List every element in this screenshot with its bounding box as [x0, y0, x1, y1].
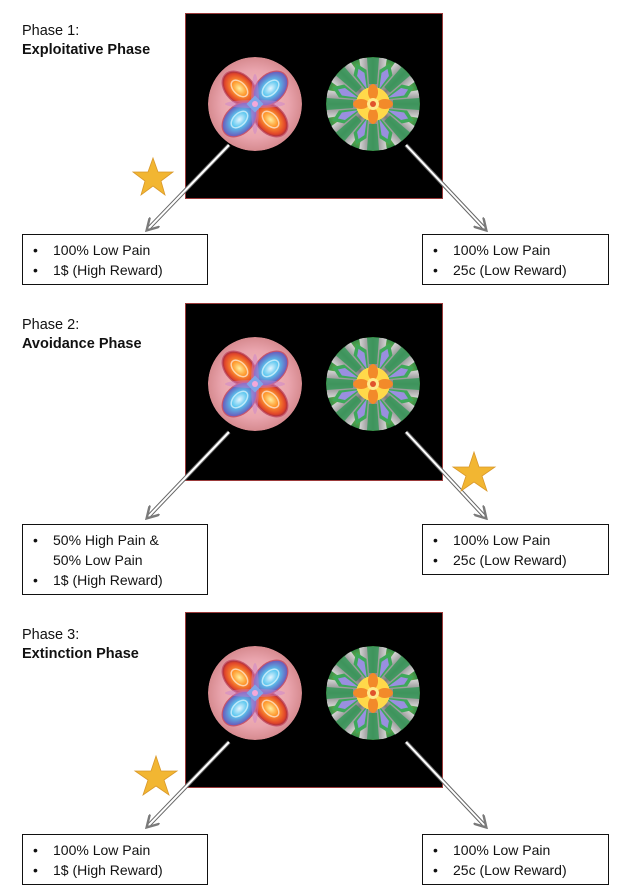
fractal-stimulus-orange-blue [208, 646, 302, 740]
outcome-item: 100% Low Pain [431, 530, 600, 550]
fractal-stimulus-green-yellow [326, 646, 420, 740]
phase-3-screen [185, 612, 443, 788]
outcome-item: 50% Low Pain [31, 550, 199, 570]
phase-1-left-outcome-box: 100% Low Pain 1$ (High Reward) [22, 234, 208, 285]
star-icon [133, 754, 179, 797]
fractal-stimulus-orange-blue [208, 57, 302, 151]
star-icon [451, 450, 497, 493]
outcome-item: 25c (Low Reward) [431, 860, 600, 880]
phase-1-right-outcome-box: 100% Low Pain 25c (Low Reward) [422, 234, 609, 285]
phase-number: Phase 1: [22, 23, 80, 39]
phase-number: Phase 2: [22, 317, 80, 333]
phase-1-label: Phase 1: Exploitative Phase [22, 22, 150, 60]
outcome-item: 25c (Low Reward) [431, 550, 600, 570]
phase-number: Phase 3: [22, 627, 80, 643]
phase-2-label: Phase 2: Avoidance Phase [22, 316, 142, 354]
phase-3-right-outcome-box: 100% Low Pain 25c (Low Reward) [422, 834, 609, 885]
phase-name: Exploitative Phase [22, 42, 151, 58]
fractal-stimulus-green-yellow [326, 337, 420, 431]
outcome-item: 1$ (High Reward) [31, 260, 199, 280]
phase-name: Avoidance Phase [22, 336, 142, 352]
outcome-item: 50% High Pain & [31, 530, 199, 550]
phase-3-label: Phase 3: Extinction Phase [22, 626, 139, 664]
outcome-item: 100% Low Pain [31, 240, 199, 260]
fractal-stimulus-green-yellow [326, 57, 420, 151]
phase-2-screen [185, 303, 443, 481]
outcome-item: 100% Low Pain [31, 840, 199, 860]
phase-name: Extinction Phase [22, 646, 139, 662]
star-icon [131, 156, 175, 197]
phase-1-screen [185, 13, 443, 199]
phase-3-left-outcome-box: 100% Low Pain 1$ (High Reward) [22, 834, 208, 885]
outcome-item: 1$ (High Reward) [31, 860, 199, 880]
outcome-item: 100% Low Pain [431, 840, 600, 860]
fractal-stimulus-orange-blue [208, 337, 302, 431]
outcome-item: 1$ (High Reward) [31, 570, 199, 590]
phase-2-left-outcome-box: 50% High Pain & 50% Low Pain 1$ (High Re… [22, 524, 208, 595]
outcome-item: 100% Low Pain [431, 240, 600, 260]
phase-2-right-outcome-box: 100% Low Pain 25c (Low Reward) [422, 524, 609, 575]
outcome-item: 25c (Low Reward) [431, 260, 600, 280]
outcome-item-continued: 50% Low Pain [53, 552, 143, 568]
